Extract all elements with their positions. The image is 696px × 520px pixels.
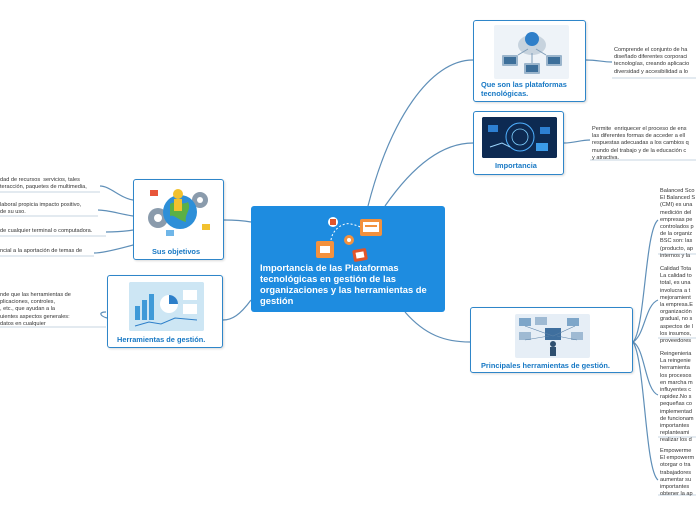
digital-hand-image: [482, 117, 557, 158]
text-balanced-scorecard: Balanced Sco El Balanced S (CMI) es una …: [660, 188, 696, 259]
link-herramientas-text: [100, 311, 108, 319]
central-topic[interactable]: Importancia de las Plataformas tecnológi…: [251, 206, 445, 312]
text-objetivo-1: dad de recursos servicios, tales teracci…: [0, 177, 87, 191]
link-importancia: [384, 142, 474, 207]
text-objetivo-2: laboral propicia impacto positivo, de su…: [0, 202, 82, 216]
link-objetivos-3: [105, 229, 134, 233]
analytics-dashboard-icon: [129, 282, 204, 331]
business-analytics-image: [129, 282, 204, 331]
text-calidad-total: Calidad Tota La calidad to total, es una…: [660, 266, 693, 345]
node-sus-objetivos[interactable]: Sus objetivos: [133, 179, 224, 260]
management-tools-image: [515, 314, 590, 358]
text-que-son-description: Comprende el conjunto de ha diseñado dif…: [614, 47, 690, 75]
link-que-son: [367, 59, 474, 207]
link-herramientas: [222, 299, 252, 321]
node-herramientas-label: Herramientas de gestión.: [117, 335, 206, 344]
node-que-son-plataformas[interactable]: Que son las plataformas tecnológicas.: [473, 20, 586, 102]
text-empowerment: Empowerme El empowerm otorgar o tra trab…: [660, 448, 695, 498]
globe-gears-icon: [148, 189, 210, 236]
global-network-image: [144, 184, 215, 242]
text-herramientas-description: nde que las herramientas de plicaciones,…: [0, 292, 71, 327]
business-icons-illustration: [316, 217, 382, 262]
link-que-son-text: [585, 59, 613, 63]
link-principales-empowerment: [632, 341, 659, 481]
link-objetivos-4: [93, 244, 134, 254]
node-importancia[interactable]: Importancia: [473, 111, 564, 175]
management-board-icon: [519, 317, 583, 356]
link-principales-calidad: [632, 299, 659, 343]
text-reingenieria: Reingenieria La reingenie herramienta lo…: [660, 351, 694, 444]
node-objetivos-label: Sus objetivos: [152, 247, 201, 256]
node-herramientas-gestion[interactable]: Herramientas de gestión.: [107, 275, 223, 348]
node-importancia-label: Importancia: [495, 161, 537, 170]
link-objetivos-2: [97, 209, 134, 217]
link-objetivos-1: [99, 185, 134, 201]
link-principales: [404, 311, 471, 343]
link-principales-reingenieria: [632, 341, 659, 396]
node-principales-label: Principales herramientas de gestión.: [481, 361, 610, 370]
link-importancia-text: [563, 139, 591, 144]
cloud-network-icon: [502, 32, 562, 74]
text-objetivo-3: de cualquier terminal o computadora.: [0, 228, 93, 234]
link-objetivos: [223, 219, 252, 223]
text-objetivo-4: ncial a la aportación de temas de: [0, 248, 83, 254]
cloud-computing-image: [494, 25, 569, 79]
node-que-son-label: Que son las plataformas tecnológicas.: [481, 80, 567, 98]
touch-technology-icon: [482, 117, 557, 158]
link-principales-balanced: [632, 219, 659, 343]
text-importancia-description: Permite enriquecer el proceso de ens las…: [592, 126, 689, 161]
node-principales-herramientas[interactable]: Principales herramientas de gestión.: [470, 307, 633, 373]
central-topic-title: Importancia de las Plataformas tecnológi…: [260, 262, 427, 306]
